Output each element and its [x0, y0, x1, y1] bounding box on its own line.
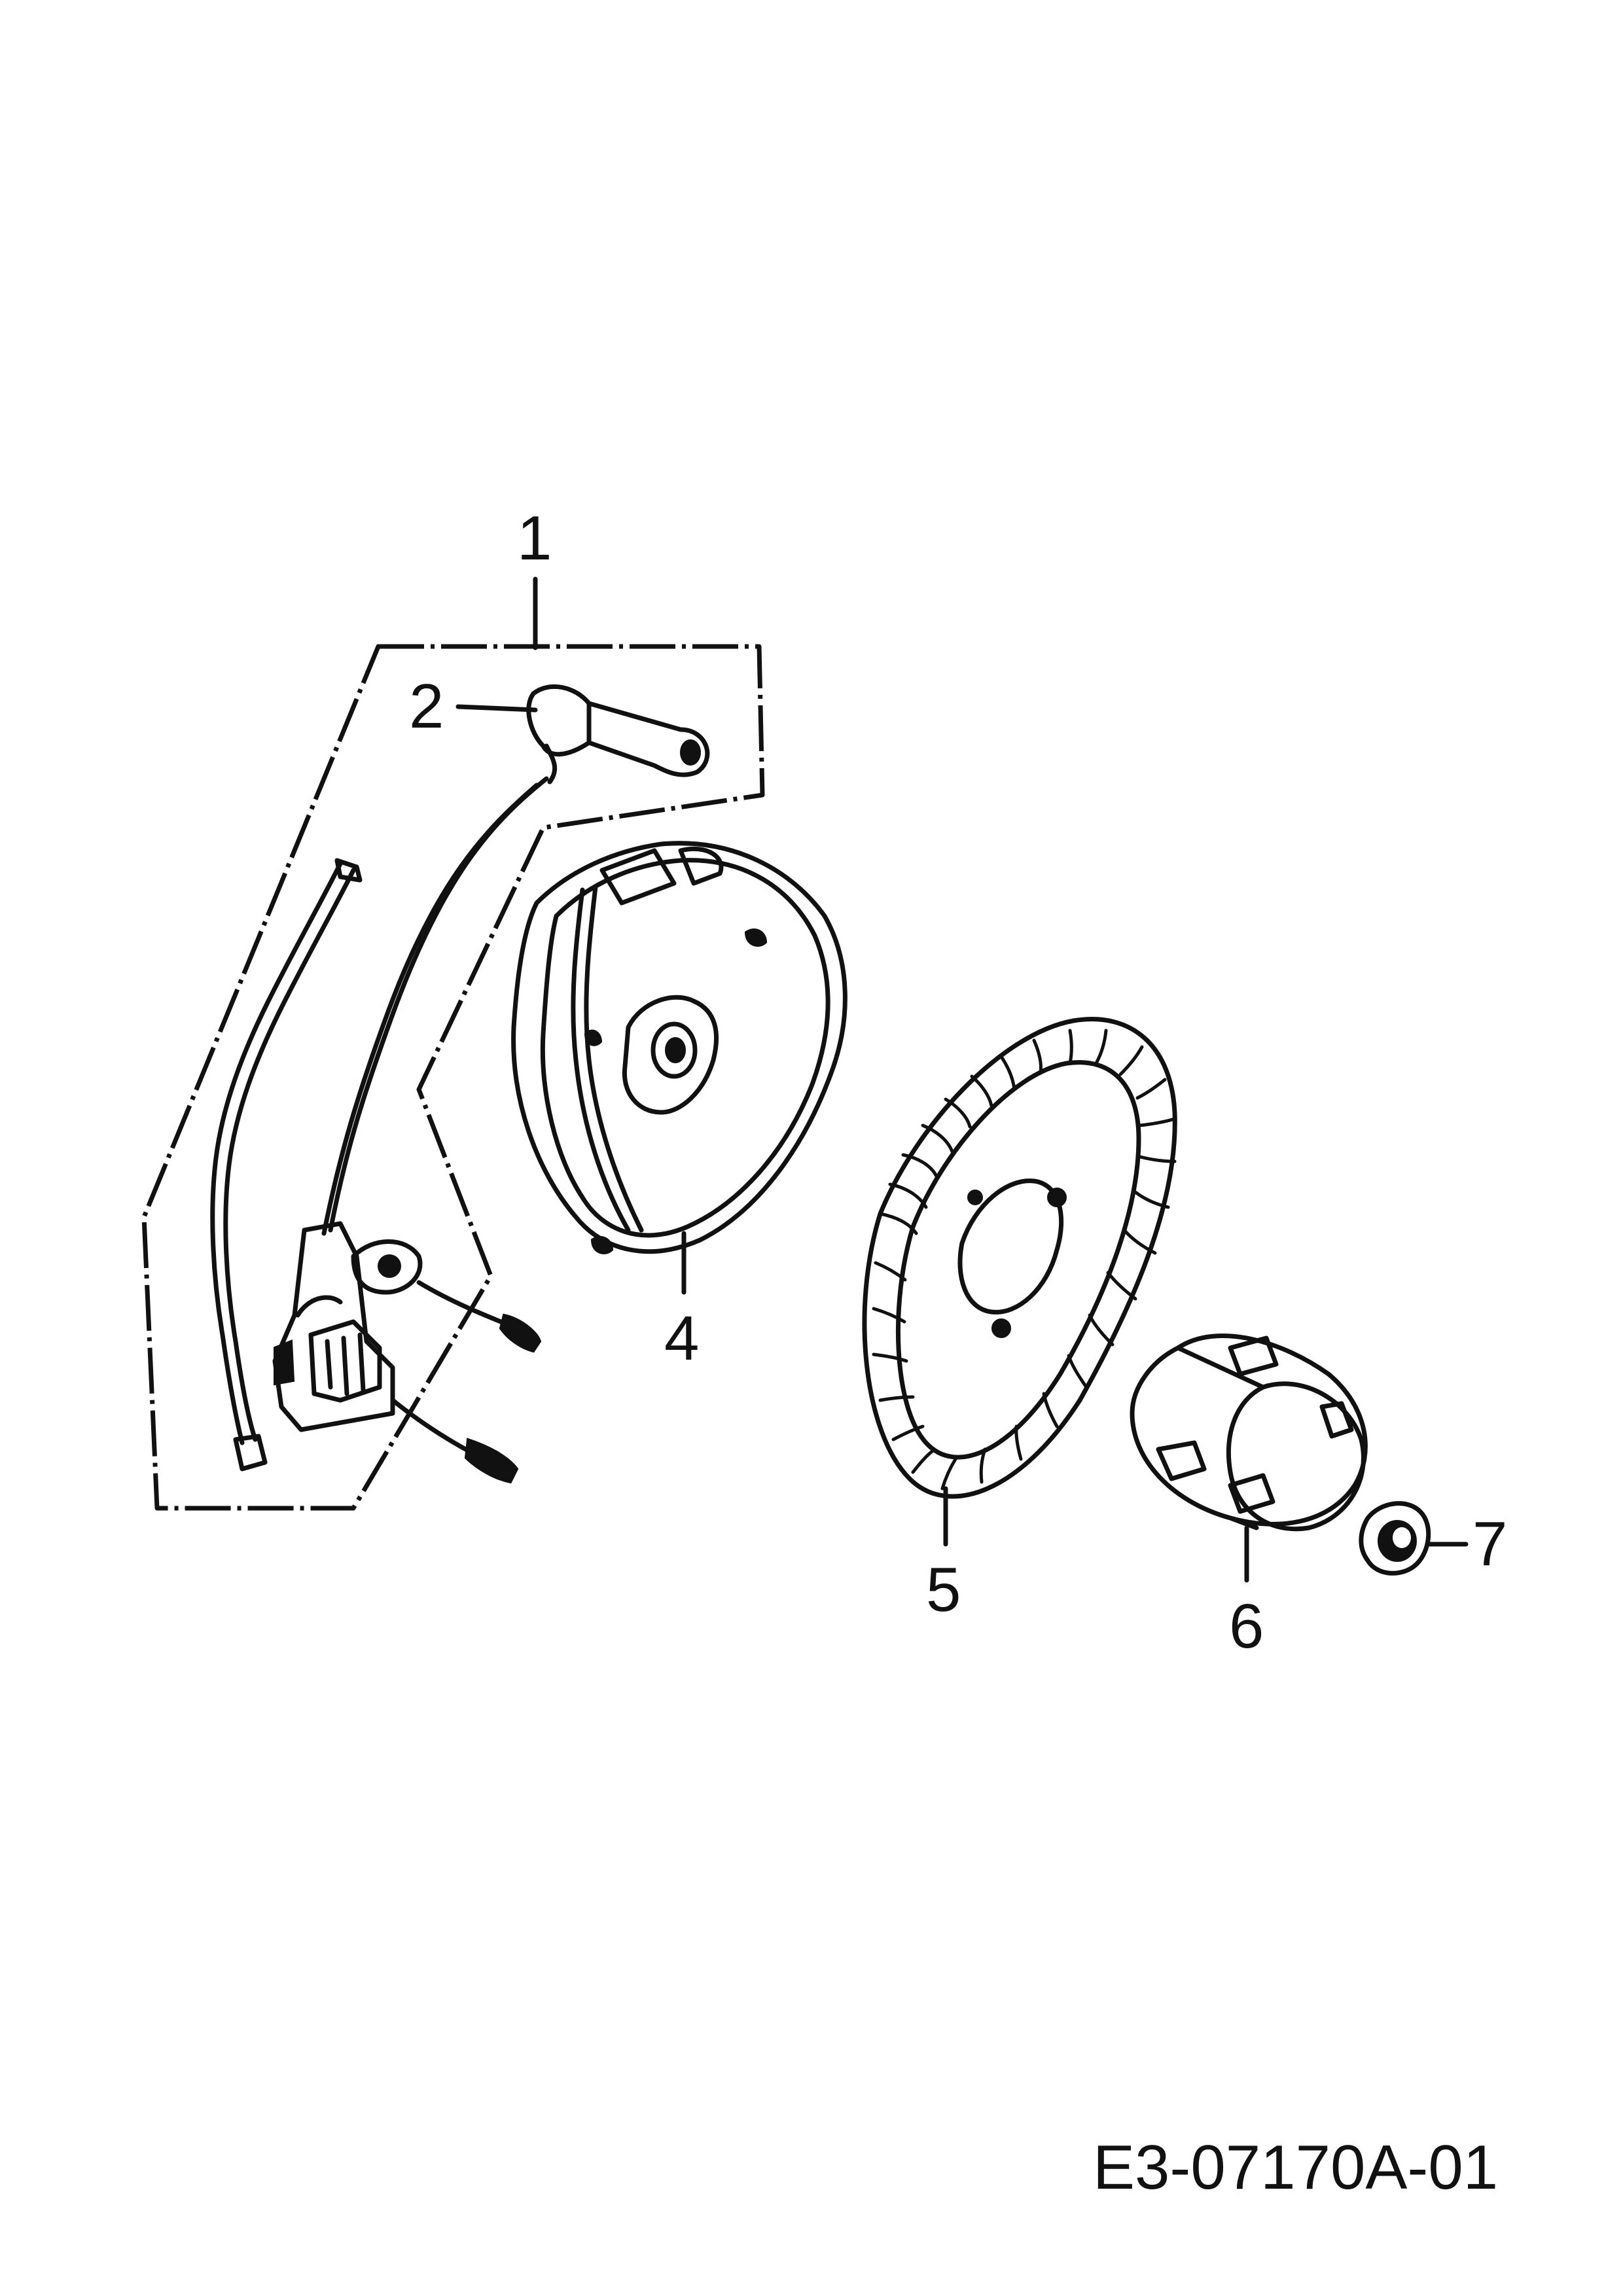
starter-cup	[1130, 1333, 1368, 1583]
leader-line-2	[455, 704, 538, 713]
document-id: E3-07170A-01	[1093, 2132, 1498, 2202]
ignition-coil	[272, 1221, 423, 1432]
ignition-assembly-group	[141, 644, 765, 1511]
flywheel-nut	[1359, 1501, 1469, 1576]
assembly-dashed-outline	[141, 644, 765, 1511]
callout-2: 2	[409, 671, 444, 741]
callout-7: 7	[1472, 1509, 1507, 1579]
flywheel	[862, 1017, 1177, 1547]
callout-1: 1	[517, 503, 552, 573]
callout-4: 4	[664, 1303, 699, 1373]
stop-wire	[223, 868, 356, 1442]
drum-hub	[622, 995, 719, 1115]
callout-5: 5	[926, 1555, 961, 1625]
spark-plug-cap	[526, 684, 710, 785]
callout-6: 6	[1229, 1591, 1264, 1661]
magneto-drum	[511, 841, 847, 1295]
